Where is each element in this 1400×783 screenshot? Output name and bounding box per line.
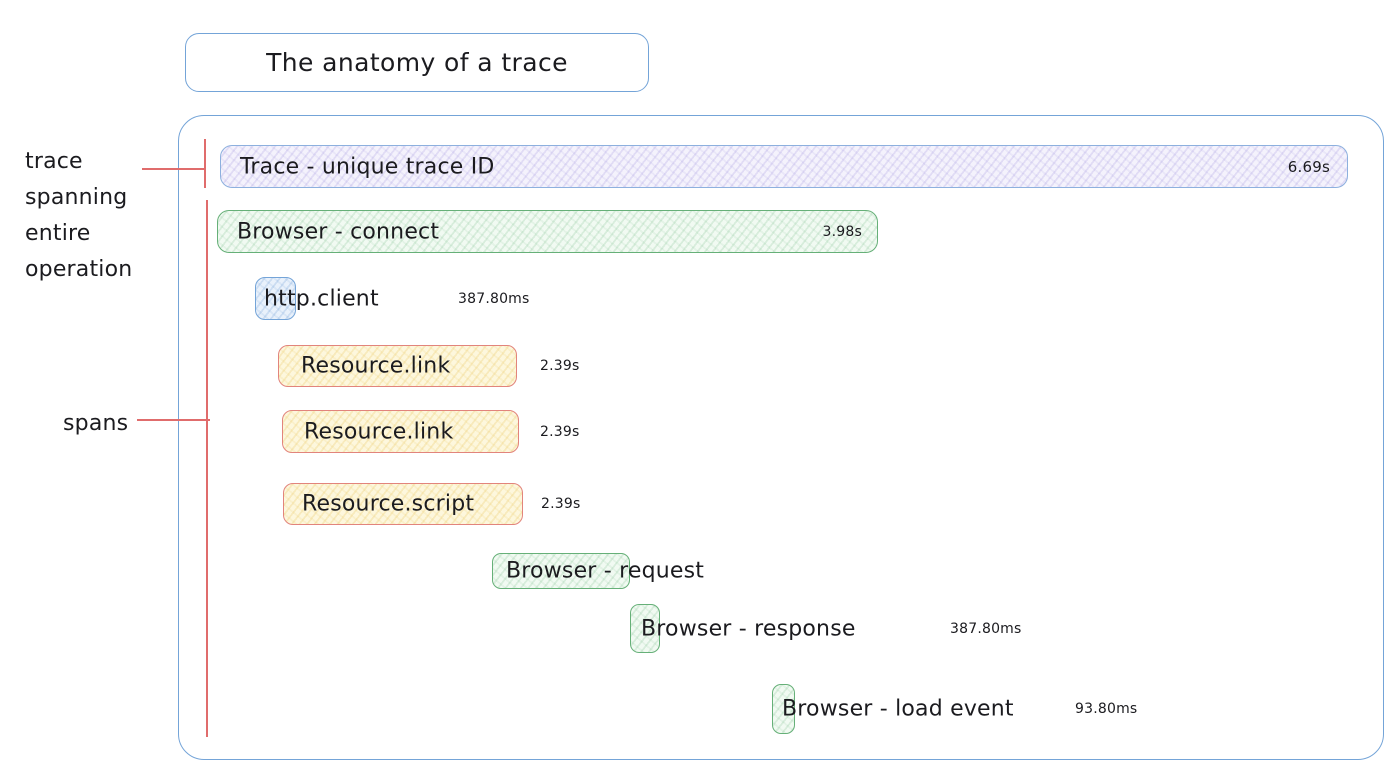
trace-note-connector-line <box>142 168 206 170</box>
trace-note-line: trace <box>25 149 83 174</box>
resource-link-2-span-label: Resource.link <box>304 419 454 444</box>
resource-script-span-bar <box>283 483 523 525</box>
browser-load-event-span-duration: 93.80ms <box>1075 701 1138 717</box>
span-row-browser-response: Browser - response 387.80ms <box>630 604 1050 653</box>
span-row-resource-script: Resource.script 2.39s <box>283 483 613 525</box>
resource-link-1-span-label: Resource.link <box>301 353 451 379</box>
trace-frame <box>178 115 1384 760</box>
spans-note: spans <box>63 406 128 442</box>
resource-script-span-label: Resource.script <box>302 491 475 517</box>
trace-note-line: operation <box>25 257 133 282</box>
http-client-span-bar <box>255 277 296 320</box>
browser-connect-span-label: Browser - connect <box>237 219 440 244</box>
trace-note-line: spanning <box>25 185 128 210</box>
browser-response-span-bar <box>630 604 660 653</box>
resource-script-span-duration: 2.39s <box>541 496 581 512</box>
trace-span-bar <box>220 145 1348 188</box>
span-row-resource-link-1: Resource.link 2.39s <box>278 345 608 387</box>
resource-link-2-span-duration: 2.39s <box>540 423 580 440</box>
span-row-trace: Trace - unique trace ID 6.69s <box>220 145 1348 188</box>
spans-bracket-line <box>206 200 208 737</box>
span-row-browser-load-event: Browser - load event 93.80ms <box>772 684 1162 734</box>
browser-response-span-duration: 387.80ms <box>950 620 1022 637</box>
browser-request-span-bar <box>492 553 630 589</box>
browser-load-event-span-label: Browser - load event <box>782 696 1014 722</box>
span-row-browser-request: Browser - request <box>492 553 772 589</box>
resource-link-1-span-duration: 2.39s <box>540 358 580 374</box>
browser-connect-span-duration: 3.98s <box>822 223 862 240</box>
browser-response-span-label: Browser - response <box>641 616 856 641</box>
span-row-resource-link-2: Resource.link 2.39s <box>282 410 612 453</box>
spans-note-label: spans <box>63 411 129 436</box>
diagram-title-box: The anatomy of a trace <box>185 33 649 92</box>
resource-link-2-span-bar <box>282 410 519 453</box>
resource-link-1-span-bar <box>278 345 517 387</box>
diagram-title: The anatomy of a trace <box>266 48 568 77</box>
trace-span-duration: 6.69s <box>1287 157 1330 176</box>
trace-note-connector-tick <box>204 139 206 188</box>
spans-note-connector-line <box>137 419 210 421</box>
http-client-span-label: http.client <box>264 286 379 311</box>
browser-load-event-span-bar <box>772 684 795 734</box>
browser-connect-span-bar <box>217 210 878 253</box>
trace-note: trace spanning entire operation <box>25 144 132 288</box>
span-row-browser-connect: Browser - connect 3.98s <box>217 210 878 253</box>
browser-request-span-label: Browser - request <box>506 558 705 584</box>
trace-note-line: entire <box>25 221 91 246</box>
http-client-span-duration: 387.80ms <box>458 290 530 307</box>
trace-span-label: Trace - unique trace ID <box>240 154 495 179</box>
span-row-http-client: http.client 387.80ms <box>255 277 655 320</box>
